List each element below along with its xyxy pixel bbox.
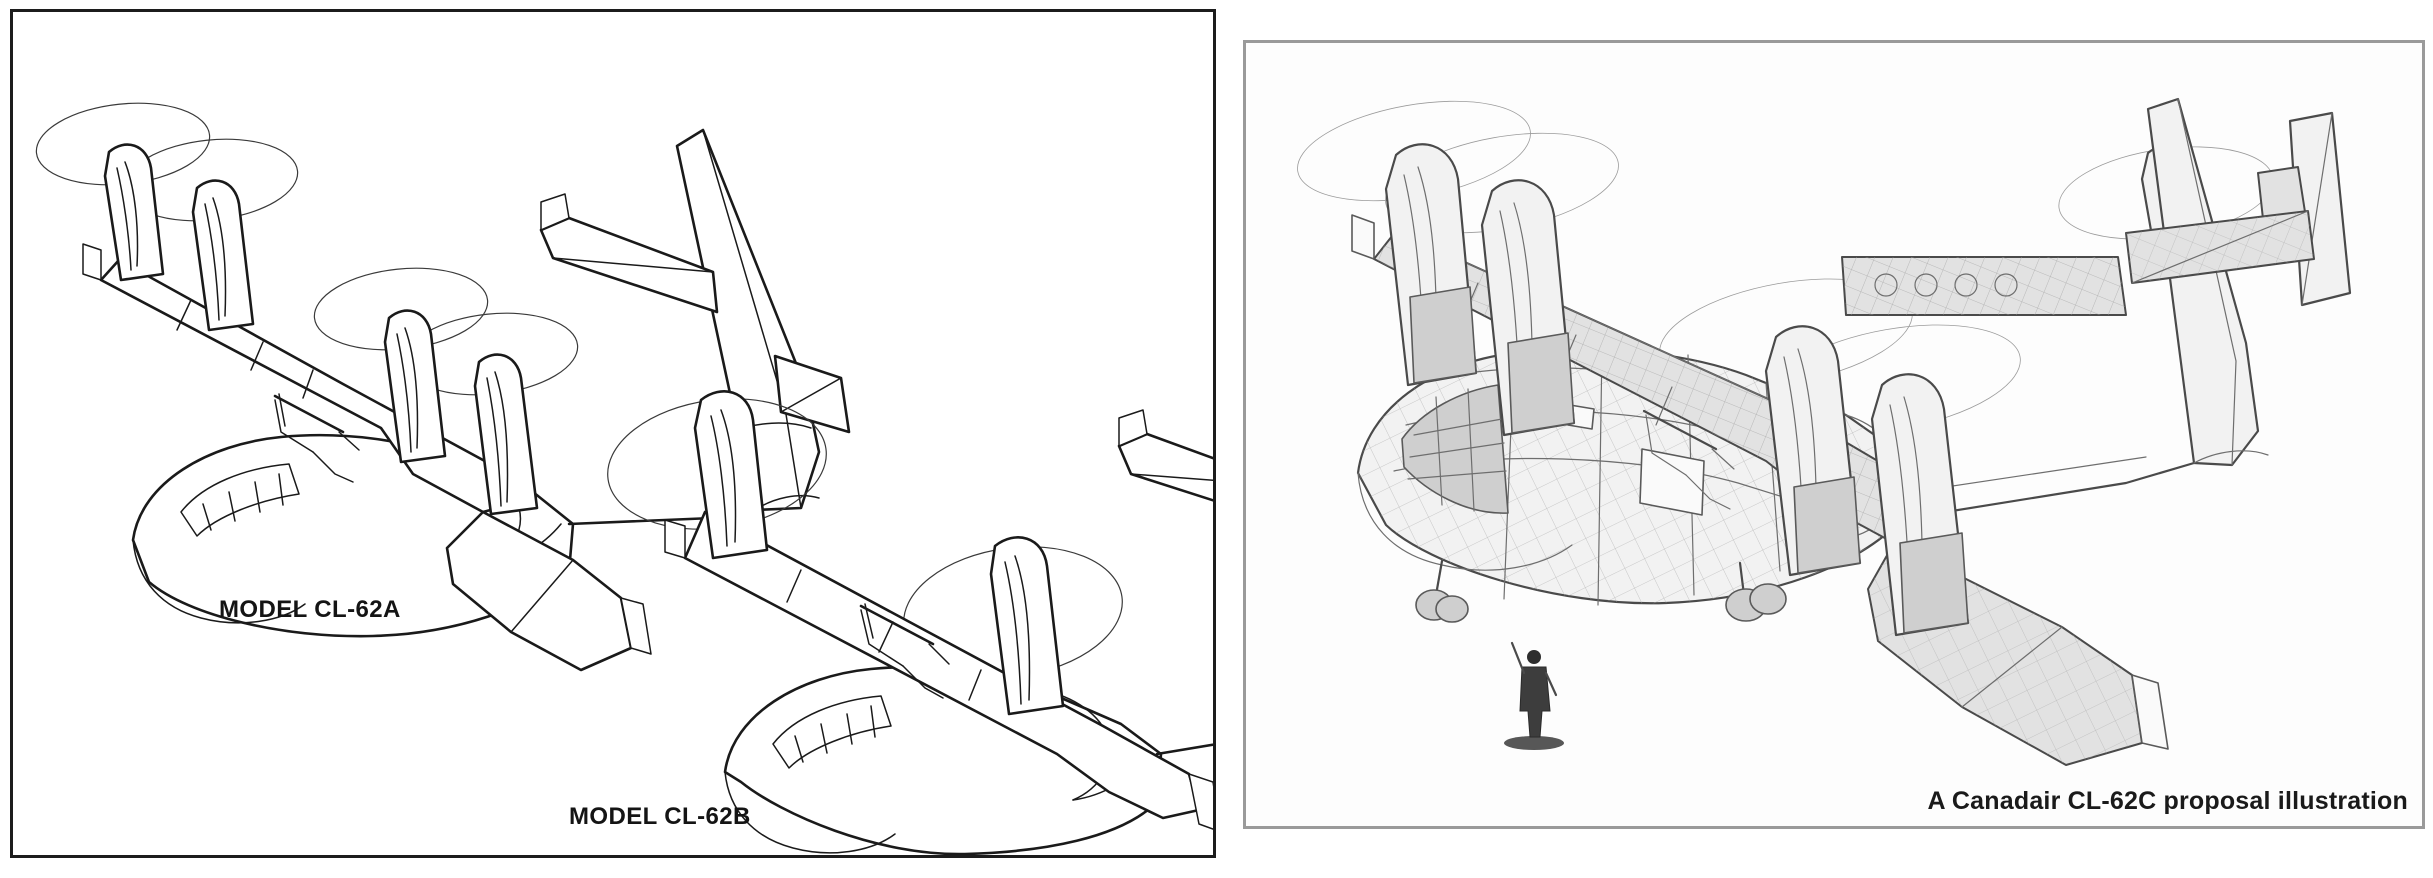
cl62c-scale-figure: [1504, 641, 1564, 750]
cl62-ab-line-drawings: .ln { fill:none; stroke:#1a1a1a; stroke-…: [35, 102, 1213, 855]
cl62b-driveshaft-linkage: [859, 603, 950, 699]
cl62c-driveshaft-linkage: [1642, 409, 1735, 510]
drawing-cl62b: MODEL CL-62B: [569, 390, 1213, 855]
cl62c-empennage: [2125, 97, 2352, 467]
right-illustration-panel: .g1 { fill:none; stroke:#4a4a4a; stroke-…: [1243, 40, 2425, 829]
cl62c-landing-gear: [1415, 559, 1787, 623]
cl62c-caption: A Canadair CL-62C proposal illustration: [1927, 787, 2408, 815]
cl62a-empennage: [539, 128, 851, 512]
label-cl62a: MODEL CL-62A: [219, 596, 401, 623]
cl62a-rear-wing: [445, 510, 652, 672]
left-illustration-panel: .ln { fill:none; stroke:#1a1a1a; stroke-…: [10, 9, 1216, 858]
label-cl62b: MODEL CL-62B: [569, 803, 751, 830]
cl62c-wing-carrythrough: [1841, 256, 2127, 316]
cl62c-cutaway-illustration: .g1 { fill:none; stroke:#4a4a4a; stroke-…: [1297, 97, 2352, 766]
cl62b-empennage: [1117, 409, 1213, 502]
drawing-cl62a: MODEL CL-62A: [35, 102, 851, 672]
cl62a-driveshaft-linkage: [273, 393, 360, 483]
cl62b-nacelles: [693, 390, 1065, 716]
cl62a-nacelles: [103, 143, 539, 516]
